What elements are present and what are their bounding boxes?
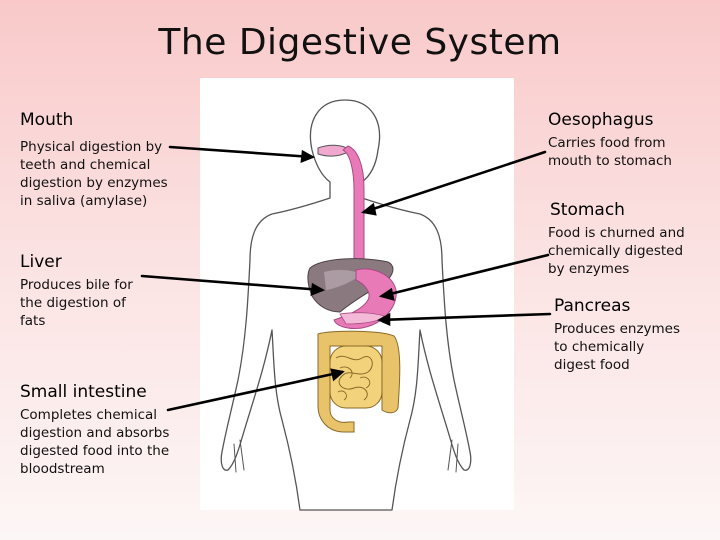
mouth-desc-line: in saliva (amylase): [20, 193, 148, 209]
liver-desc-line: the digestion of: [20, 295, 126, 311]
mouth-pointer: [168, 145, 314, 159]
oesophagus-label: Oesophagus: [548, 110, 654, 130]
small-intestine-organ: [329, 345, 383, 409]
pancreas-pointer: [378, 312, 552, 322]
pancreas-description: Produces enzymes to chemically digest fo…: [554, 320, 680, 374]
stomach-desc-line: by enzymes: [548, 261, 630, 277]
stomach-desc-line: chemically digested: [548, 243, 684, 259]
large-intestine-organ: [317, 330, 401, 433]
small-intestine-desc-line: digestion and absorbs: [20, 425, 170, 441]
mouth-desc-line: digestion by enzymes: [20, 175, 168, 191]
stomach-organ: [333, 268, 397, 329]
mouth-description: Physical digestion by teeth and chemical…: [20, 138, 168, 210]
small-intestine-label: Small intestine: [20, 382, 147, 402]
liver-label: Liver: [20, 252, 62, 272]
pancreas-organ: [339, 312, 385, 325]
liver-highlight: [324, 269, 362, 290]
small-intestine-description: Completes chemical digestion and absorbs…: [20, 406, 169, 478]
small-intestine-desc-line: Completes chemical: [20, 407, 158, 423]
body-outline: [220, 99, 472, 511]
oesophagus-desc-line: mouth to stomach: [548, 153, 672, 169]
stomach-description: Food is churned and chemically digested …: [548, 224, 685, 278]
page-title: The Digestive System: [158, 22, 562, 63]
pancreas-desc-line: Produces enzymes: [554, 321, 681, 337]
mouth-label: Mouth: [20, 110, 74, 130]
mouth-desc-line: Physical digestion by: [20, 139, 163, 155]
liver-description: Produces bile for the digestion of fats: [20, 276, 133, 330]
liver-desc-line: Produces bile for: [20, 277, 133, 293]
pancreas-desc-line: digest food: [554, 357, 630, 373]
pancreas-label: Pancreas: [554, 296, 631, 316]
mouth-desc-line: teeth and chemical: [20, 157, 151, 173]
oesophagus-desc-line: Carries food from: [548, 135, 666, 151]
pointer-lines: [140, 145, 552, 412]
oesophagus-description: Carries food from mouth to stomach: [548, 134, 672, 170]
oesophagus-pointer: [362, 150, 547, 214]
liver-pointer: [140, 274, 324, 292]
small-intestine-desc-line: bloodstream: [20, 461, 105, 477]
pancreas-desc-line: to chemically: [554, 339, 645, 355]
oesophagus-organ: [342, 145, 365, 273]
small-intestine-pointer: [166, 370, 344, 412]
stomach-desc-line: Food is churned and: [548, 225, 685, 241]
small-intestine-desc-line: digested food into the: [20, 443, 170, 459]
liver-desc-line: fats: [20, 313, 46, 329]
stomach-pointer: [380, 253, 550, 298]
stomach-label: Stomach: [550, 200, 625, 220]
